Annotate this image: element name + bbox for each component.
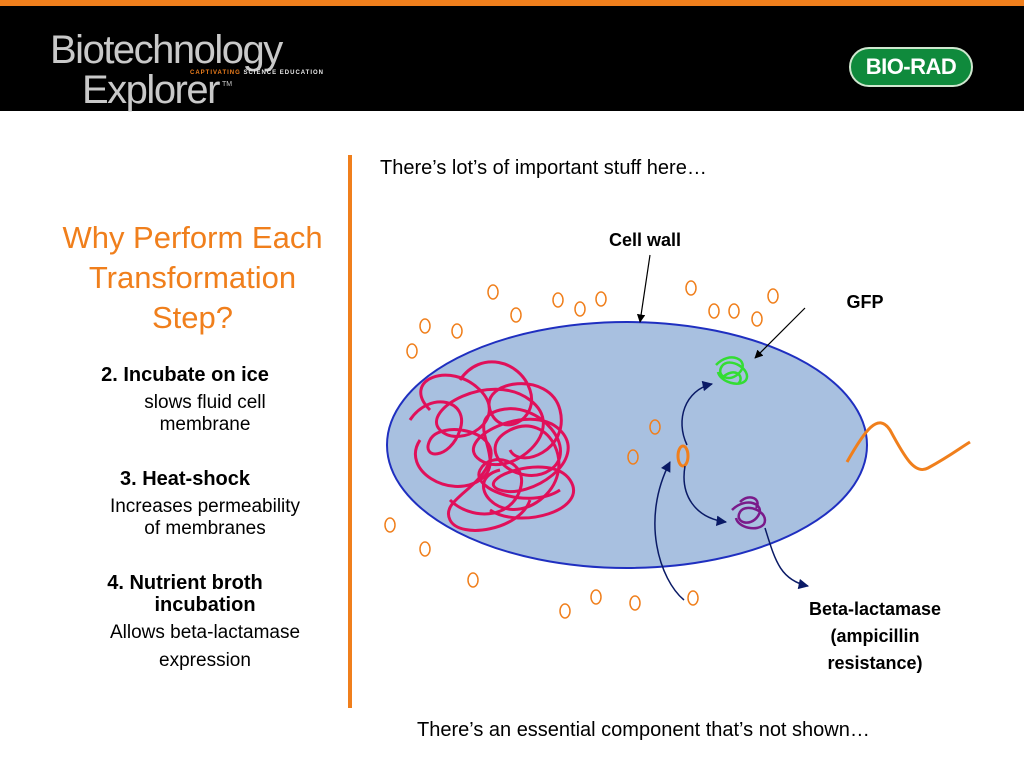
free-plasmid [419, 318, 431, 334]
step-3-heading: 3. Heat-shock [119, 468, 251, 490]
label-beta-lactamase-line1: Beta-lactamase [808, 599, 942, 619]
cell-body [386, 321, 868, 569]
tagline-captivating: CAPTIVATING [190, 70, 241, 76]
note-bottom: There’s an essential component that’s no… [417, 719, 870, 741]
free-plasmid [467, 572, 479, 588]
free-plasmid [708, 303, 720, 319]
plasmid-in-cell [676, 444, 690, 468]
slide-title: Why Perform Each Transformation Step? [40, 218, 345, 338]
title-line-3: Step? [151, 300, 233, 335]
bacterium-svg [384, 254, 971, 619]
beta-lactamase-protein [731, 496, 767, 530]
free-plasmid [574, 301, 586, 317]
free-plasmid [384, 517, 396, 533]
free-plasmid [590, 589, 602, 605]
step-4-body-line2: expression [159, 650, 251, 671]
top-accent-stripe [0, 0, 1024, 6]
arrow-plasmid-to-beta [683, 465, 728, 526]
step-4-heading-line1: 4. Nutrient broth [107, 572, 263, 594]
note-top: There’s lot’s of important stuff here… [380, 157, 707, 179]
arrow-beta-secretion [764, 527, 810, 590]
free-plasmid [406, 343, 418, 359]
step-3-body-line2: of membranes [144, 518, 266, 539]
free-plasmid [487, 284, 499, 300]
label-gfp: GFP [846, 292, 884, 312]
label-cell-wall: Cell wall [608, 230, 682, 250]
step-2-body-line2: membrane [159, 414, 251, 435]
bacterium-diagram: Cell wall GFP Beta-lactamase (ampicillin… [360, 200, 1000, 685]
label-beta-lactamase-line2: (ampicillin [830, 626, 920, 646]
arrow-plasmid-uptake [654, 461, 685, 601]
header-banner: Biotechnology Explorer TM CAPTIVATING SC… [0, 6, 1024, 111]
step-2-body-line1: slows fluid cell [144, 392, 266, 413]
step-4-body-line1: Allows beta-lactamase [109, 622, 301, 643]
step-4-heading-line2: incubation [154, 594, 256, 616]
tagline-science-education: SCIENCE EDUCATION [243, 70, 325, 76]
free-plasmids [384, 280, 779, 619]
brand-tagline: CAPTIVATING SCIENCE EDUCATION [190, 70, 324, 76]
free-plasmid [451, 323, 463, 339]
free-plasmid [419, 541, 431, 557]
free-plasmid [728, 303, 740, 319]
free-plasmid [751, 311, 763, 327]
free-plasmid [510, 307, 522, 323]
step-2-heading: 2. Incubate on ice [101, 364, 269, 386]
step-3-body-line1: Increases permeability [109, 496, 301, 517]
free-plasmid [767, 288, 779, 304]
gfp-protein [715, 356, 749, 385]
brand-trademark: TM [222, 81, 233, 88]
free-plasmid [685, 280, 697, 296]
brand-name-line1: Biotechnology [50, 28, 283, 72]
bio-rad-logo: BIO-RAD [849, 47, 973, 87]
free-plasmid [559, 603, 571, 619]
title-line-1: Why Perform Each [62, 220, 323, 255]
chromosome-dna [408, 360, 575, 532]
cell-wall-pointer [636, 254, 651, 323]
free-plasmid [595, 291, 607, 307]
external-plasmid-dna [845, 421, 971, 471]
title-line-2: Transformation [88, 260, 297, 295]
vertical-divider [348, 155, 352, 708]
label-beta-lactamase-line3: resistance) [827, 653, 923, 673]
free-plasmid [687, 590, 699, 606]
free-plasmid [627, 449, 639, 465]
arrow-plasmid-to-gfp [681, 380, 714, 446]
free-plasmid [649, 419, 661, 435]
free-plasmid [552, 292, 564, 308]
gfp-pointer [754, 307, 806, 359]
brand-name-line2: Explorer [82, 68, 220, 112]
free-plasmid [629, 595, 641, 611]
